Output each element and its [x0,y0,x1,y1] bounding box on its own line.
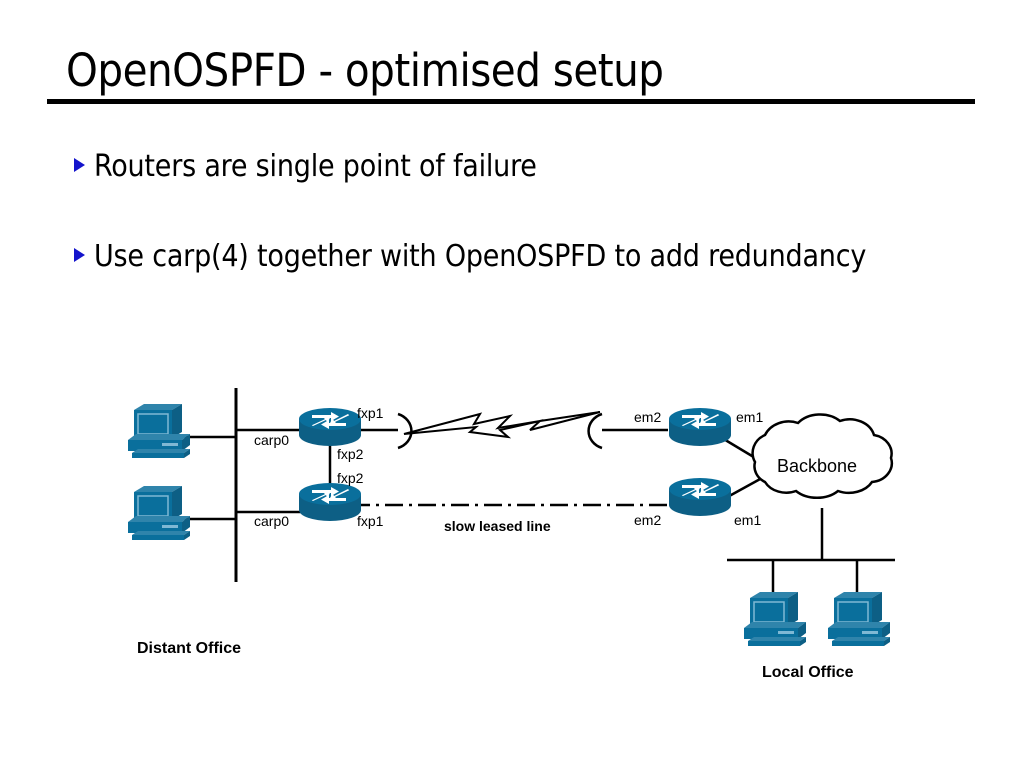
label-leased-line: slow leased line [444,518,551,534]
bullet-item-0: Routers are single point of failure [74,148,924,186]
bullet-triangle-icon [74,248,85,262]
label-em2-bottom: em2 [634,512,662,528]
label-em1-top: em1 [736,409,764,425]
backbone-cloud-shape [751,413,893,499]
bullet-item-1: Use carp(4) together with OpenOSPFD to a… [74,238,924,276]
router-distant-bottom-icon [299,483,361,521]
label-em1-bottom: em1 [734,512,762,528]
label-em2-top: em2 [634,409,662,425]
wan-lightning-icon [403,411,601,439]
label-backbone-cloud: Backbone [777,456,858,476]
label-distant-office: Distant Office [137,640,242,657]
bullet-label-1: Use carp(4) together with OpenOSPFD to a… [94,239,867,274]
label-fxp1-top: fxp1 [357,405,384,421]
router-local-top-icon [669,408,731,446]
router-distant-top-icon [299,408,361,446]
label-fxp2-top: fxp2 [337,446,364,462]
bullet-triangle-icon [74,158,85,172]
title-divider [47,99,975,104]
label-carp0-top: carp0 [254,432,290,448]
router-local-bottom-icon [669,478,731,516]
wan-arc-right [587,412,603,450]
label-carp0-bottom: carp0 [254,513,290,529]
label-fxp2-bottom: fxp2 [337,470,364,486]
pc-local-left-icon [743,591,807,647]
bullet-label-0: Routers are single point of failure [94,149,537,184]
pc-distant-top-icon [127,403,191,459]
pc-local-right-icon [827,591,891,647]
wan-arc-left [397,412,413,450]
label-fxp1-bottom: fxp1 [357,513,384,529]
label-local-office: Local Office [762,664,854,681]
pc-distant-bottom-icon [127,485,191,541]
page-title: OpenOSPFD - optimised setup [66,44,664,97]
